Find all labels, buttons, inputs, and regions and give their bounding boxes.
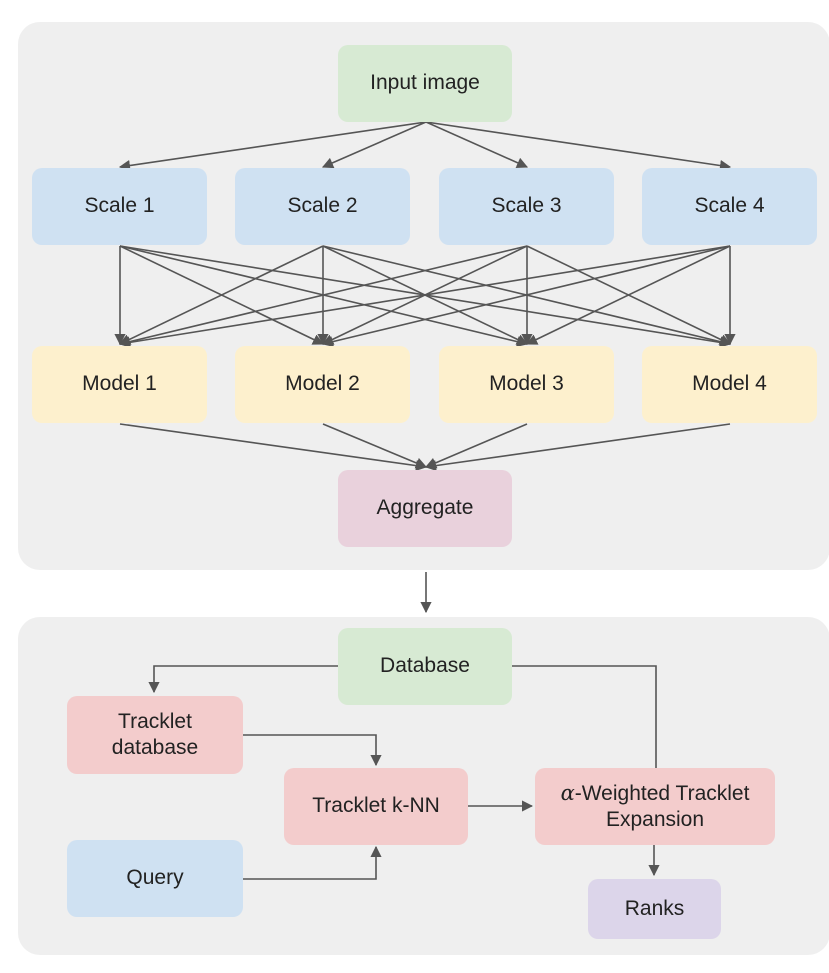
scale-3-node: Scale 3 xyxy=(439,168,614,245)
ranks-node: Ranks xyxy=(588,879,721,939)
expansion-label: α-Weighted Tracklet Expansion xyxy=(555,780,755,834)
tracklet-database-node: Tracklet database xyxy=(67,696,243,774)
model-4-node: Model 4 xyxy=(642,346,817,423)
edge-input-to-scale-3 xyxy=(425,121,529,169)
model-2-node: Model 2 xyxy=(235,346,410,423)
top-edges xyxy=(114,121,736,472)
alpha-weighted-tracklet-expansion-node: α-Weighted Tracklet Expansion xyxy=(535,768,775,845)
model-1-node: Model 1 xyxy=(32,346,207,423)
tracklet-knn-node: Tracklet k-NN xyxy=(284,768,468,845)
alpha-symbol: α xyxy=(560,780,575,805)
edge-query-to-knn xyxy=(243,845,382,880)
database-node: Database xyxy=(338,628,512,705)
scale-2-node: Scale 2 xyxy=(235,168,410,245)
edge-model-2-to-aggregate xyxy=(322,423,428,469)
expansion-text: -Weighted Tracklet Expansion xyxy=(574,781,750,831)
edge-scale-4-to-model-1 xyxy=(118,245,731,348)
aggregate-node: Aggregate xyxy=(338,470,512,547)
edge-scale-4-to-model-2 xyxy=(321,245,731,348)
edge-input-to-scale-1 xyxy=(118,121,427,172)
edge-database-to-expansion xyxy=(512,665,662,795)
edge-input-to-scale-2 xyxy=(321,121,427,169)
query-node: Query xyxy=(67,840,243,917)
edge-model-1-to-aggregate xyxy=(119,423,428,472)
scale-1-node: Scale 1 xyxy=(32,168,207,245)
scale-4-node: Scale 4 xyxy=(642,168,817,245)
input-image-node: Input image xyxy=(338,45,512,122)
edge-scale-4-to-model-3 xyxy=(525,245,731,345)
edge-model-3-to-aggregate xyxy=(424,423,528,469)
bottom-edges xyxy=(148,572,662,880)
edge-scale-2-to-model-1 xyxy=(118,245,324,345)
edge-database-to-tracklet-database xyxy=(148,665,338,694)
model-3-node: Model 3 xyxy=(439,346,614,423)
edge-tracklet-database-to-knn xyxy=(243,734,382,767)
edge-model-4-to-aggregate xyxy=(424,423,731,472)
edge-input-to-scale-4 xyxy=(425,121,732,172)
edge-scale-3-to-model-1 xyxy=(118,245,528,348)
